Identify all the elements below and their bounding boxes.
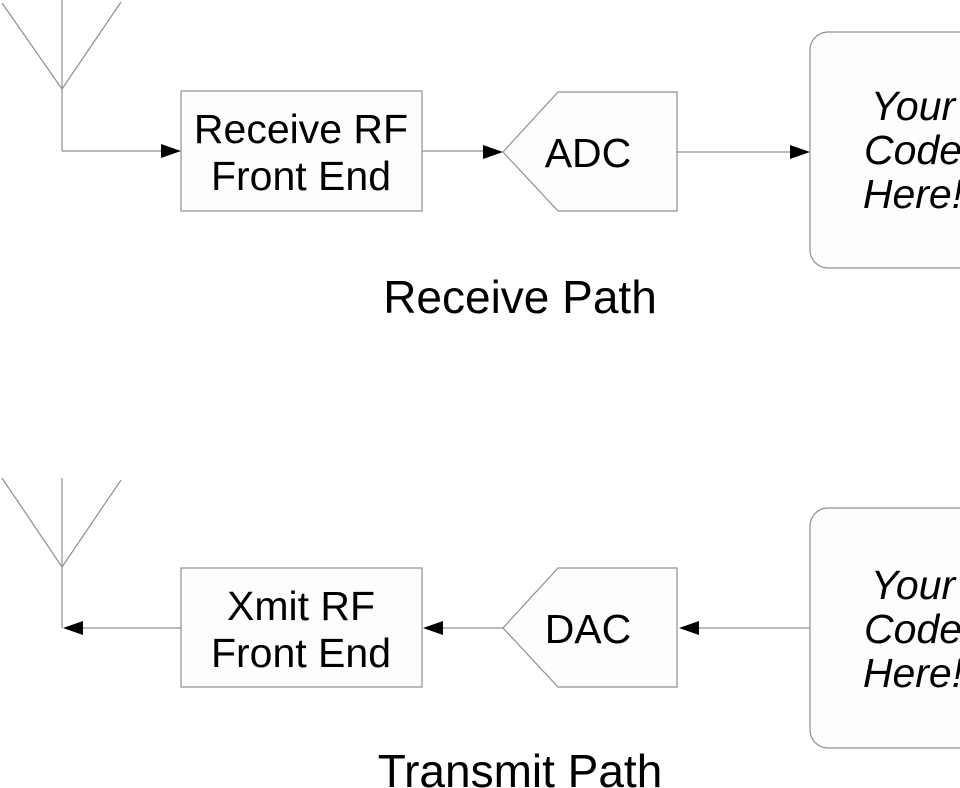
antenna-icon [1, 0, 122, 151]
connector-frontend-to-antenna [63, 621, 181, 635]
receive-path-caption: Receive Path [383, 271, 657, 323]
dac-shape [502, 567, 678, 688]
transmit-code-label-line1: Your [871, 562, 958, 608]
xmit-frontend-label-line2: Front End [211, 630, 391, 676]
connector-antenna-to-frontend [62, 144, 181, 158]
connector-code-to-dac [679, 621, 810, 635]
transmit-code-label-line2: Code [864, 606, 960, 652]
antenna-right-arm [61, 479, 122, 568]
receive-code-label-line2: Code [864, 127, 960, 173]
arrowhead-right-icon [483, 145, 503, 159]
receive-frontend-block: Receive RF Front End [180, 90, 423, 212]
antenna-right-arm [61, 1, 122, 90]
connector-adc-to-code [677, 145, 810, 159]
connector-frontend-to-adc [422, 145, 503, 159]
adc-label: ADC [545, 130, 632, 176]
receive-frontend-label-line1: Receive RF [194, 106, 408, 152]
antenna-left-arm [1, 2, 63, 90]
arrowhead-right-icon [161, 144, 181, 158]
adc-block: ADC [502, 91, 678, 212]
xmit-frontend-block: Xmit RF Front End [180, 567, 423, 688]
receive-path-group: Receive RF Front End ADC Your [1, 0, 960, 323]
receive-code-label-line3: Here! [863, 171, 960, 217]
antenna-left-arm [1, 477, 63, 568]
transmit-path-group: Xmit RF Front End DAC Your [1, 477, 960, 788]
arrowhead-left-icon [679, 621, 699, 635]
arrowhead-left-icon [423, 621, 443, 635]
antenna-icon [1, 477, 122, 628]
transmit-path-caption: Transmit Path [378, 745, 663, 788]
dac-label: DAC [545, 606, 632, 652]
xmit-frontend-label-line1: Xmit RF [227, 583, 375, 629]
dac-block: DAC [502, 567, 678, 688]
arrowhead-left-icon [63, 621, 83, 635]
receive-code-label-line1: Your [871, 83, 958, 129]
connector-dac-to-frontend [423, 621, 503, 635]
arrowhead-right-icon [790, 145, 810, 159]
receive-code-block: Your Code Here! [809, 31, 960, 269]
transmit-code-block: Your Code Here! [809, 507, 960, 749]
receive-frontend-label-line2: Front End [211, 153, 391, 199]
transmit-code-label-line3: Here! [863, 650, 960, 696]
